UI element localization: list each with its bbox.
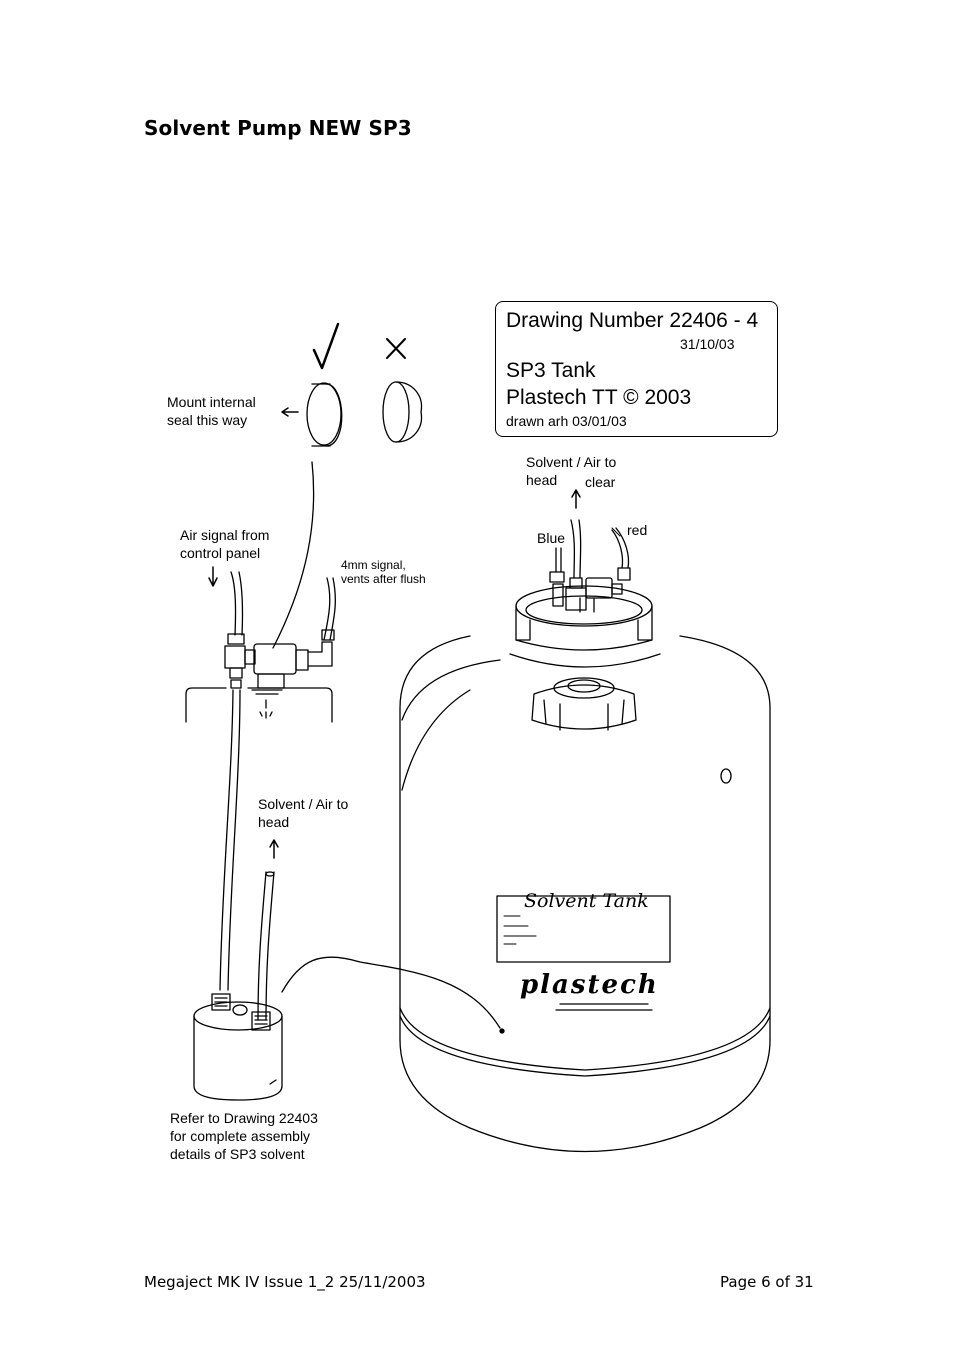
seal-wrong: [382, 381, 423, 443]
signal-4mm-label: 4mm signal, vents after flush: [341, 558, 426, 586]
title-block: Drawing Number 22406 - 4 31/10/03 SP3 Ta…: [495, 301, 778, 437]
cross-icon: [386, 338, 406, 359]
refer-label: Refer to Drawing 22403 for complete asse…: [170, 1110, 318, 1162]
arrow-icon: [281, 407, 299, 417]
tank-brand-logo: plastech: [520, 970, 659, 1000]
tube: [257, 871, 275, 1021]
drawing-name: SP3 Tank: [506, 359, 596, 382]
tube: [219, 689, 241, 991]
solvent-tank: [399, 519, 771, 1153]
page-title: Solvent Pump NEW SP3: [144, 116, 412, 140]
footer-page-number: Page 6 of 31: [720, 1273, 814, 1291]
solvent-air-pump-label: Solvent / Air to head: [258, 796, 349, 830]
seal-correct: [306, 382, 343, 447]
copyright-symbol: ©: [623, 386, 639, 409]
mount-seal-label: Mount internal seal this way: [167, 394, 256, 428]
check-icon: [312, 322, 340, 370]
valve-assembly: [224, 571, 336, 719]
drawing-date: 31/10/03: [680, 336, 735, 352]
solvent-pump: [193, 993, 283, 1101]
footer-left: Megaject MK IV Issue 1_2 25/11/2003: [144, 1273, 426, 1291]
solvent-air-top-label: Solvent / Air to head: [526, 454, 617, 488]
arrow-icon: [208, 566, 218, 587]
drawing-maker: Plastech TT © 2003: [506, 386, 692, 409]
blue-label: Blue: [537, 530, 566, 546]
arrow-icon: [269, 839, 279, 859]
air-signal-label: Air signal from control panel: [180, 527, 270, 561]
drawing-number: Drawing Number 22406 - 4: [506, 309, 759, 332]
arrow-icon: [571, 489, 581, 509]
tank-label-title: Solvent Tank: [524, 890, 649, 912]
clear-label: clear: [585, 474, 616, 490]
drawn-by: drawn arh 03/01/03: [506, 413, 627, 429]
red-label: red: [627, 522, 648, 538]
